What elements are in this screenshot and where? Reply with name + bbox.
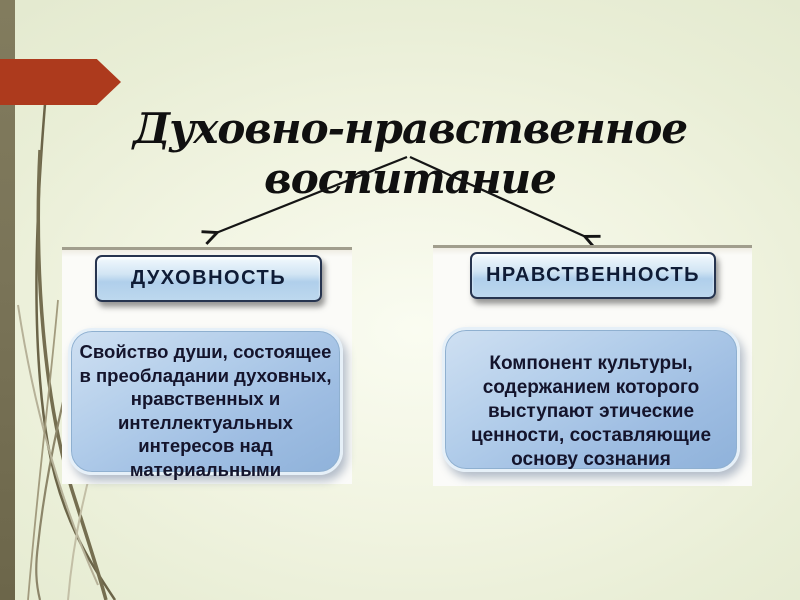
body-line: содержанием которого xyxy=(482,377,700,398)
slide-title: Духовно-нравственное воспитание xyxy=(132,104,688,204)
body-line: основу сознания xyxy=(511,449,671,470)
body-line: материальными xyxy=(129,458,282,480)
body-line: интересов над xyxy=(138,435,273,456)
body-line: Компонент культуры, xyxy=(489,353,693,374)
body-line: выступают этические xyxy=(487,401,695,422)
nravstvennost-header-label: НРАВСТВЕННОСТЬ xyxy=(485,264,701,286)
nravstvennost-body-box: Компонент культуры, содержанием которого… xyxy=(442,327,740,472)
duhovnost-header-box: ДУХОВНОСТЬ xyxy=(95,255,322,302)
left-accent-bar xyxy=(0,0,15,600)
body-line: ценности, составляющие xyxy=(470,425,712,446)
nravstvennost-header-box: НРАВСТВЕННОСТЬ xyxy=(470,252,716,299)
duhovnost-header-label: ДУХОВНОСТЬ xyxy=(130,267,287,289)
body-line: интеллектуальных xyxy=(118,411,293,433)
duhovnost-body-box: Свойство души, состоящее в преобладании … xyxy=(68,328,343,480)
body-line: в преобладании духовных, xyxy=(79,364,332,386)
body-line: Свойство души, состоящее xyxy=(79,341,332,362)
red-arrow-shape xyxy=(0,59,121,105)
body-line: нравственных и xyxy=(130,388,281,409)
